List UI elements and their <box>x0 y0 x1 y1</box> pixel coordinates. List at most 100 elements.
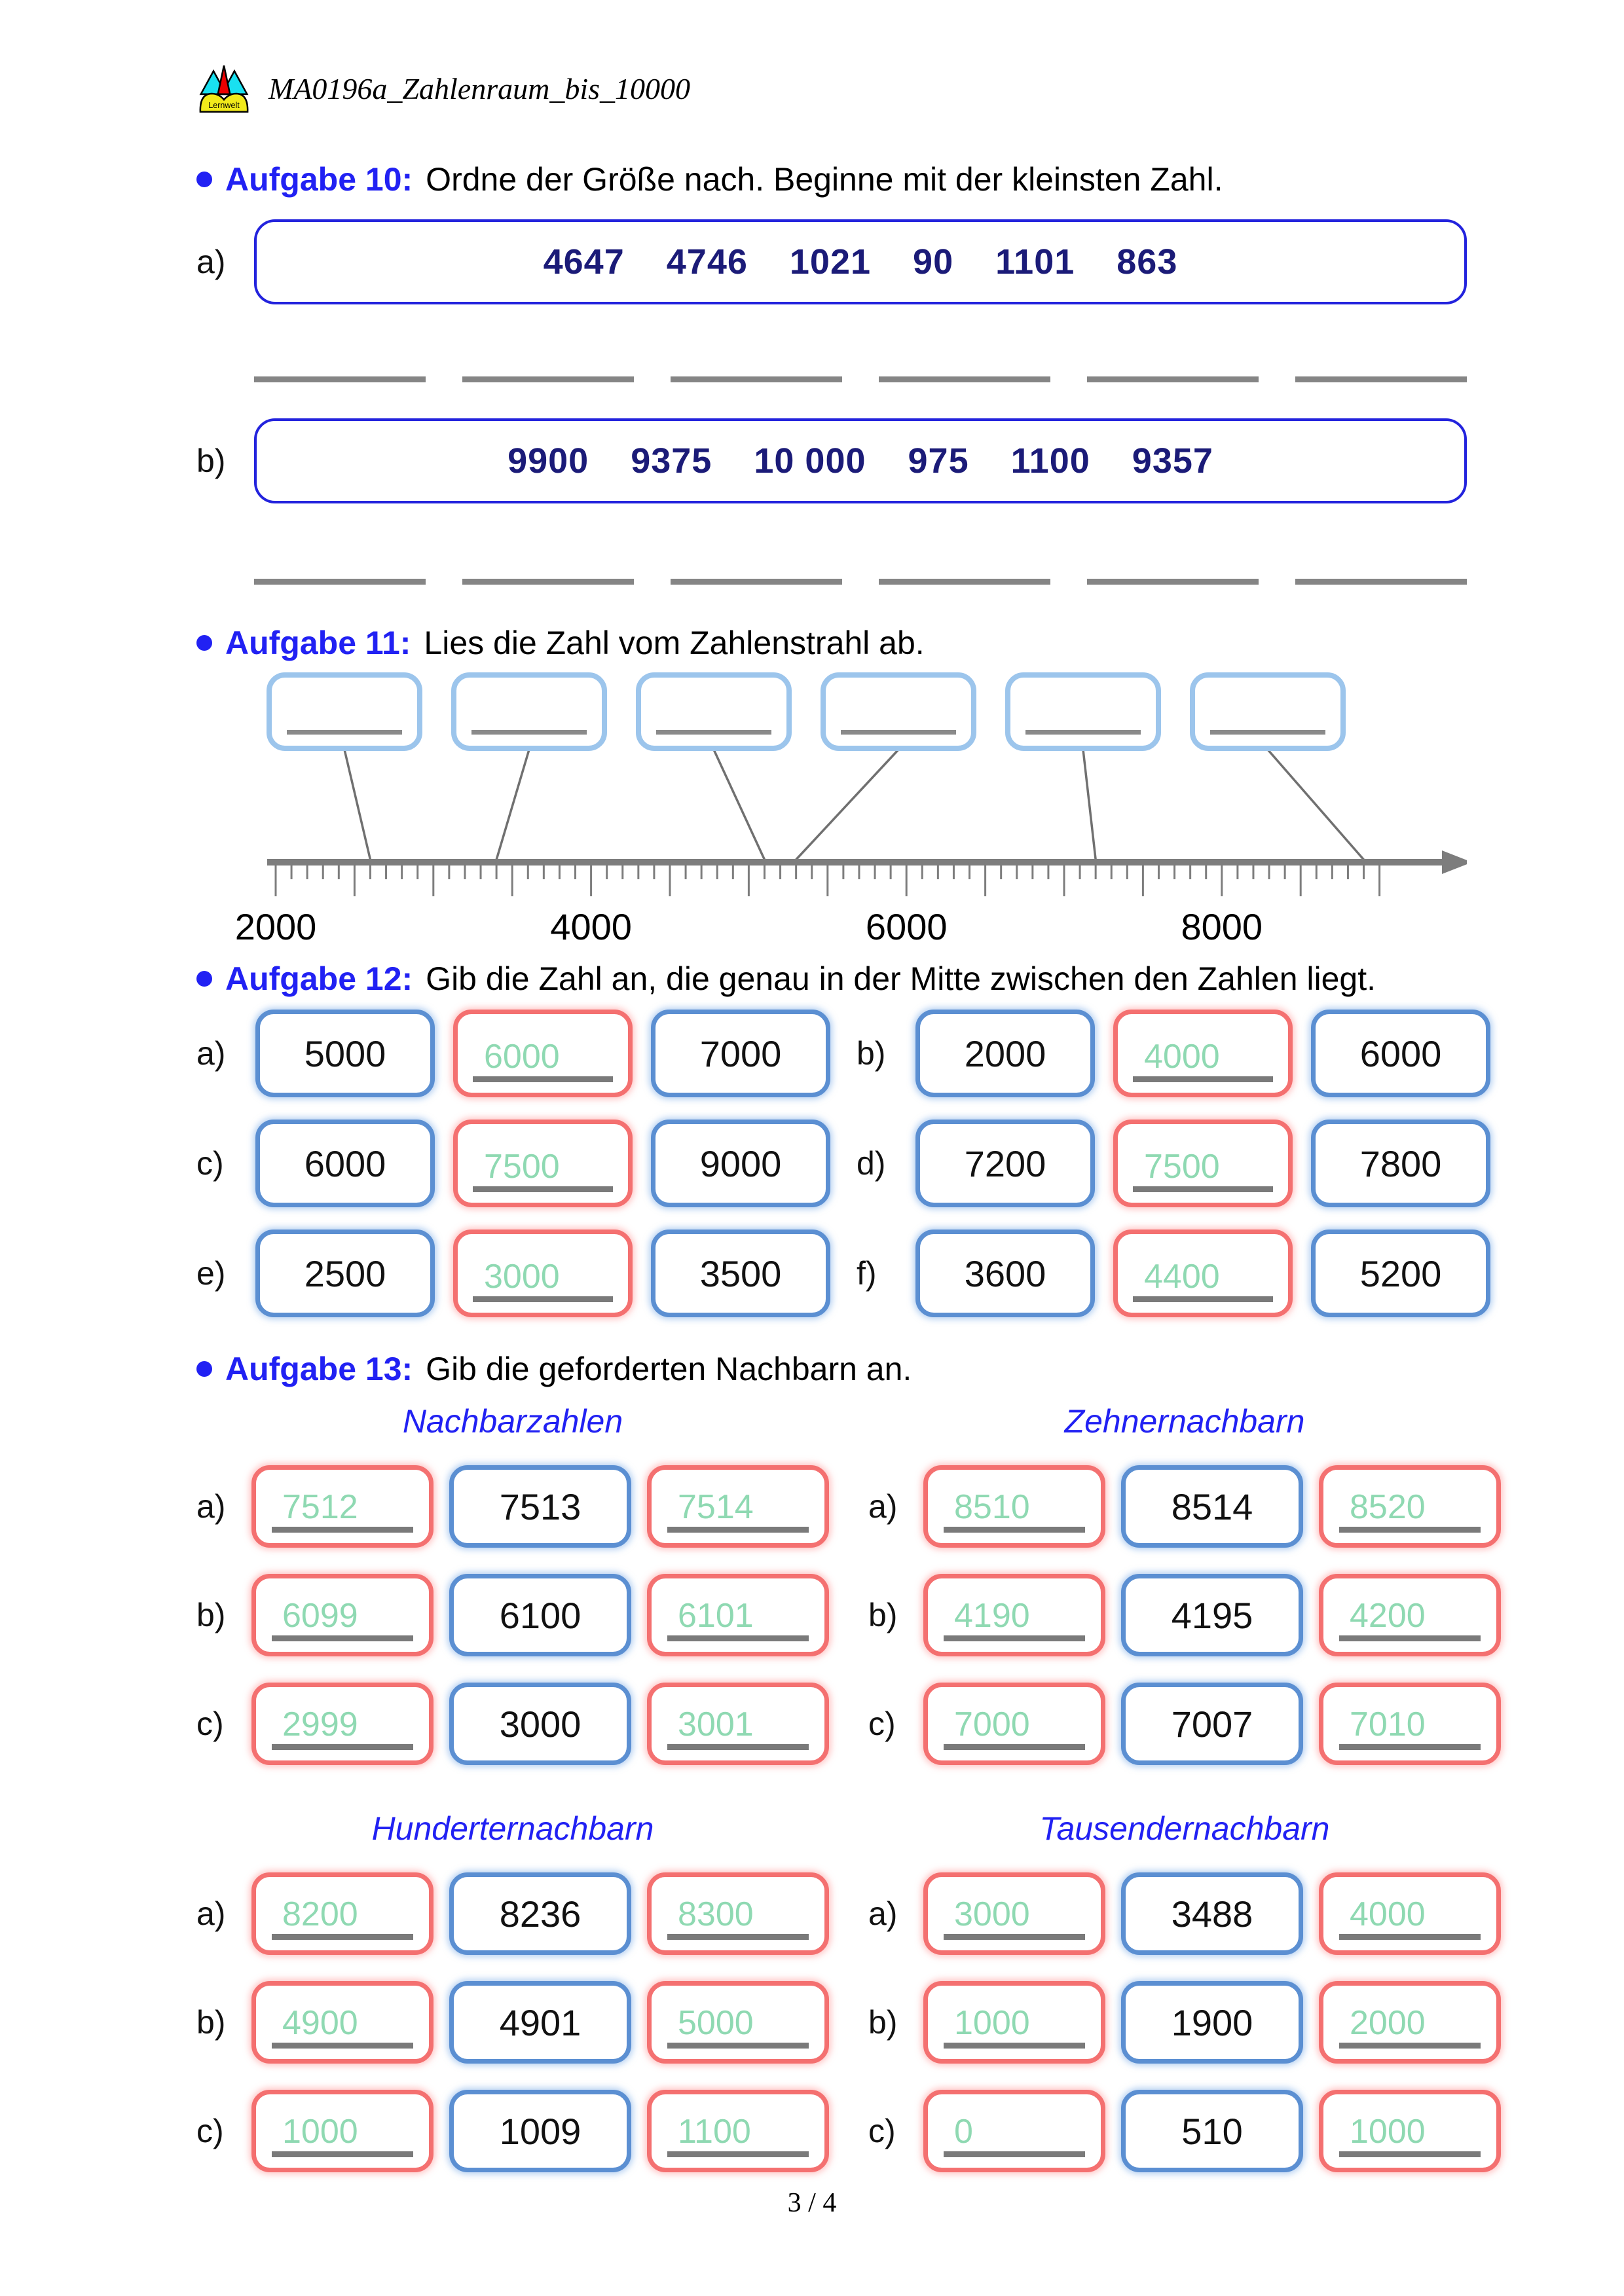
answer-slot[interactable] <box>1087 579 1259 585</box>
logo-text: Lernwelt <box>208 101 240 110</box>
given-number-box: 1009 <box>449 2090 631 2172</box>
answer-slot[interactable] <box>254 579 426 585</box>
given-number: 863 <box>1116 242 1178 282</box>
answer-box[interactable]: 6101 <box>647 1574 829 1656</box>
answer-box[interactable]: 4190 <box>923 1574 1105 1656</box>
answer-box[interactable]: 2000 <box>1319 1981 1501 2064</box>
given-number-box: 5200 <box>1311 1230 1490 1317</box>
answer-box[interactable]: 1000 <box>923 1981 1105 2064</box>
answer-box[interactable]: 1000 <box>1319 2090 1501 2172</box>
given-number-box: 510 <box>1121 2090 1303 2172</box>
numberline-answer-box[interactable] <box>636 672 792 751</box>
answer-box[interactable]: 7500 <box>453 1120 633 1207</box>
pointer-line <box>712 749 766 860</box>
answer-slot[interactable] <box>1295 376 1467 382</box>
answer-slot[interactable] <box>462 376 634 382</box>
row-label: a) <box>196 1488 226 1525</box>
answer-box[interactable]: 4900 <box>251 1981 434 2064</box>
answer-box[interactable]: 3000 <box>453 1230 633 1317</box>
given-number-box: 8514 <box>1121 1465 1303 1548</box>
given-number: 4901 <box>499 2001 581 2043</box>
task13-grid: Nachbarzahlen a) 7512 7513 7514 b) 6099 … <box>196 1402 1501 2172</box>
answer-box[interactable]: 7000 <box>923 1683 1105 1765</box>
axis-label: 2000 <box>235 906 317 947</box>
row-label: a) <box>868 1895 898 1932</box>
answer-slot[interactable] <box>1295 579 1467 585</box>
axis-label: 4000 <box>550 906 632 947</box>
answer-underline <box>1338 2043 1481 2049</box>
answer-box[interactable]: 3001 <box>647 1683 829 1765</box>
given-number-box: 6000 <box>1311 1010 1490 1097</box>
faint-answer: 1100 <box>678 2113 751 2151</box>
task12-cell-a: a) 5000 6000 7000 <box>196 1010 830 1097</box>
given-number: 4746 <box>666 242 748 282</box>
given-number: 10 000 <box>754 441 866 481</box>
numberline-answer-box[interactable] <box>821 672 976 751</box>
answer-box[interactable]: 7514 <box>647 1465 829 1548</box>
given-number: 7007 <box>1171 1703 1253 1745</box>
faint-answer: 5000 <box>678 2004 754 2042</box>
answer-slot[interactable] <box>879 376 1050 382</box>
answer-box[interactable]: 7500 <box>1113 1120 1293 1207</box>
answer-box[interactable]: 4200 <box>1319 1574 1501 1656</box>
answer-underline <box>1133 1186 1273 1192</box>
faint-answer: 3000 <box>954 1895 1030 1933</box>
answer-slot[interactable] <box>1087 376 1259 382</box>
faint-answer: 6099 <box>282 1597 358 1635</box>
answer-box[interactable]: 6000 <box>453 1010 633 1097</box>
given-number: 1900 <box>1171 2001 1253 2043</box>
answer-box[interactable]: 7010 <box>1319 1683 1501 1765</box>
task13-row: c) 2999 3000 3001 <box>196 1683 829 1765</box>
task10-answer-slots-a <box>254 376 1467 382</box>
answer-box[interactable]: 2999 <box>251 1683 434 1765</box>
numberline-answer-box[interactable] <box>1005 672 1161 751</box>
answer-box[interactable]: 1000 <box>251 2090 434 2172</box>
row-label: c) <box>196 2113 224 2149</box>
numberline-answer-box[interactable] <box>267 672 422 751</box>
given-number: 7800 <box>1359 1142 1442 1184</box>
row-label: c) <box>196 1145 224 1182</box>
answer-slot[interactable] <box>879 579 1050 585</box>
numberline-answer-box[interactable] <box>1190 672 1346 751</box>
answer-underline <box>1133 1296 1273 1302</box>
answer-box[interactable]: 0 <box>923 2090 1105 2172</box>
answer-box[interactable]: 4000 <box>1113 1010 1293 1097</box>
given-number: 2000 <box>964 1032 1046 1074</box>
answer-box[interactable]: 6099 <box>251 1574 434 1656</box>
answer-underline <box>271 1635 414 1641</box>
faint-answer: 6101 <box>678 1597 754 1635</box>
answer-slot[interactable] <box>254 376 426 382</box>
bullet-icon <box>196 1361 212 1377</box>
task11-label: Aufgabe 11: <box>225 625 411 661</box>
task10-row-a: a) 4647 4746 1021 90 1101 863 <box>196 219 1467 304</box>
answer-box[interactable]: 8510 <box>923 1465 1105 1548</box>
answer-box[interactable]: 4400 <box>1113 1230 1293 1317</box>
number-set-box: 4647 4746 1021 90 1101 863 <box>254 219 1467 304</box>
answer-box[interactable]: 8300 <box>647 1872 829 1955</box>
task10-text: Ordne der Größe nach. Beginne mit der kl… <box>426 161 1223 198</box>
row-label: b) <box>857 1035 886 1072</box>
faint-answer: 7500 <box>1144 1148 1220 1186</box>
answer-box[interactable]: 7512 <box>251 1465 434 1548</box>
answer-slot[interactable] <box>462 579 634 585</box>
row-label: a) <box>196 1035 226 1072</box>
answer-underline <box>1338 1934 1481 1940</box>
answer-box[interactable]: 4000 <box>1319 1872 1501 1955</box>
pointer-line <box>343 749 372 860</box>
task11-heading: Aufgabe 11: Lies die Zahl vom Zahlenstra… <box>196 624 1467 662</box>
answer-slot[interactable] <box>671 579 842 585</box>
answer-box[interactable]: 8520 <box>1319 1465 1501 1548</box>
answer-box[interactable]: 1100 <box>647 2090 829 2172</box>
numberline-answer-box[interactable] <box>451 672 607 751</box>
faint-answer: 8520 <box>1350 1488 1426 1526</box>
answer-box[interactable]: 5000 <box>647 1981 829 2064</box>
lernwelt-logo-icon: Lernwelt <box>199 65 249 113</box>
faint-answer: 7514 <box>678 1488 754 1526</box>
given-number-box: 9000 <box>651 1120 830 1207</box>
task13-row: c) 7000 7007 7010 <box>868 1683 1501 1765</box>
answer-box[interactable]: 8200 <box>251 1872 434 1955</box>
answer-slot[interactable] <box>671 376 842 382</box>
answer-box[interactable]: 3000 <box>923 1872 1105 1955</box>
faint-answer: 2000 <box>1350 2004 1426 2042</box>
task10-label: Aufgabe 10: <box>225 161 413 198</box>
